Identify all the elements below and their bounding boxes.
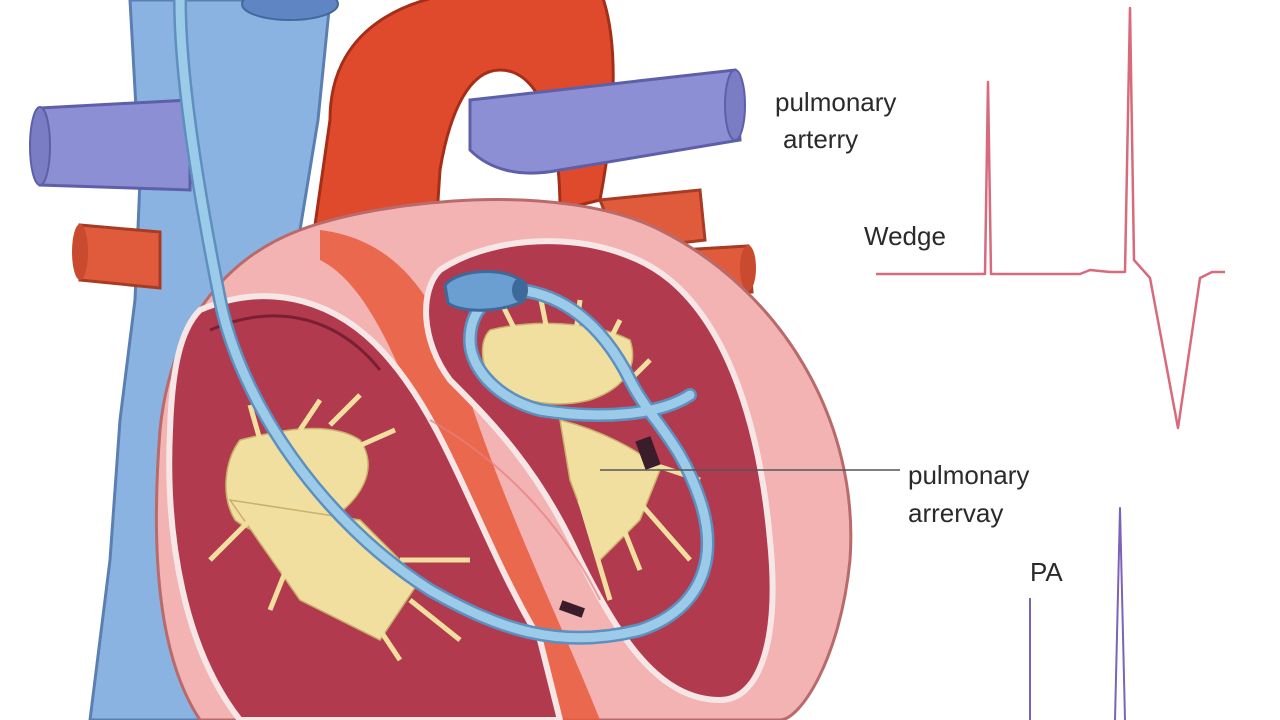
catheter <box>173 0 715 645</box>
pulmonary-vein-left <box>29 98 192 192</box>
pa-label: PA <box>1030 557 1063 587</box>
pa-waveform <box>1029 507 1126 720</box>
pulmonary-artery-left-branch <box>72 223 162 290</box>
mid-label-line2: arrervay <box>908 498 1004 528</box>
top-label-line1: pulmonary <box>775 87 897 117</box>
top-label-line2: arterry <box>783 124 859 154</box>
wedge-label: Wedge <box>864 221 946 251</box>
mid-label-line1: pulmonary <box>908 460 1030 490</box>
wedge-waveform <box>876 6 1225 430</box>
pulmonary-vein-right <box>468 68 746 175</box>
